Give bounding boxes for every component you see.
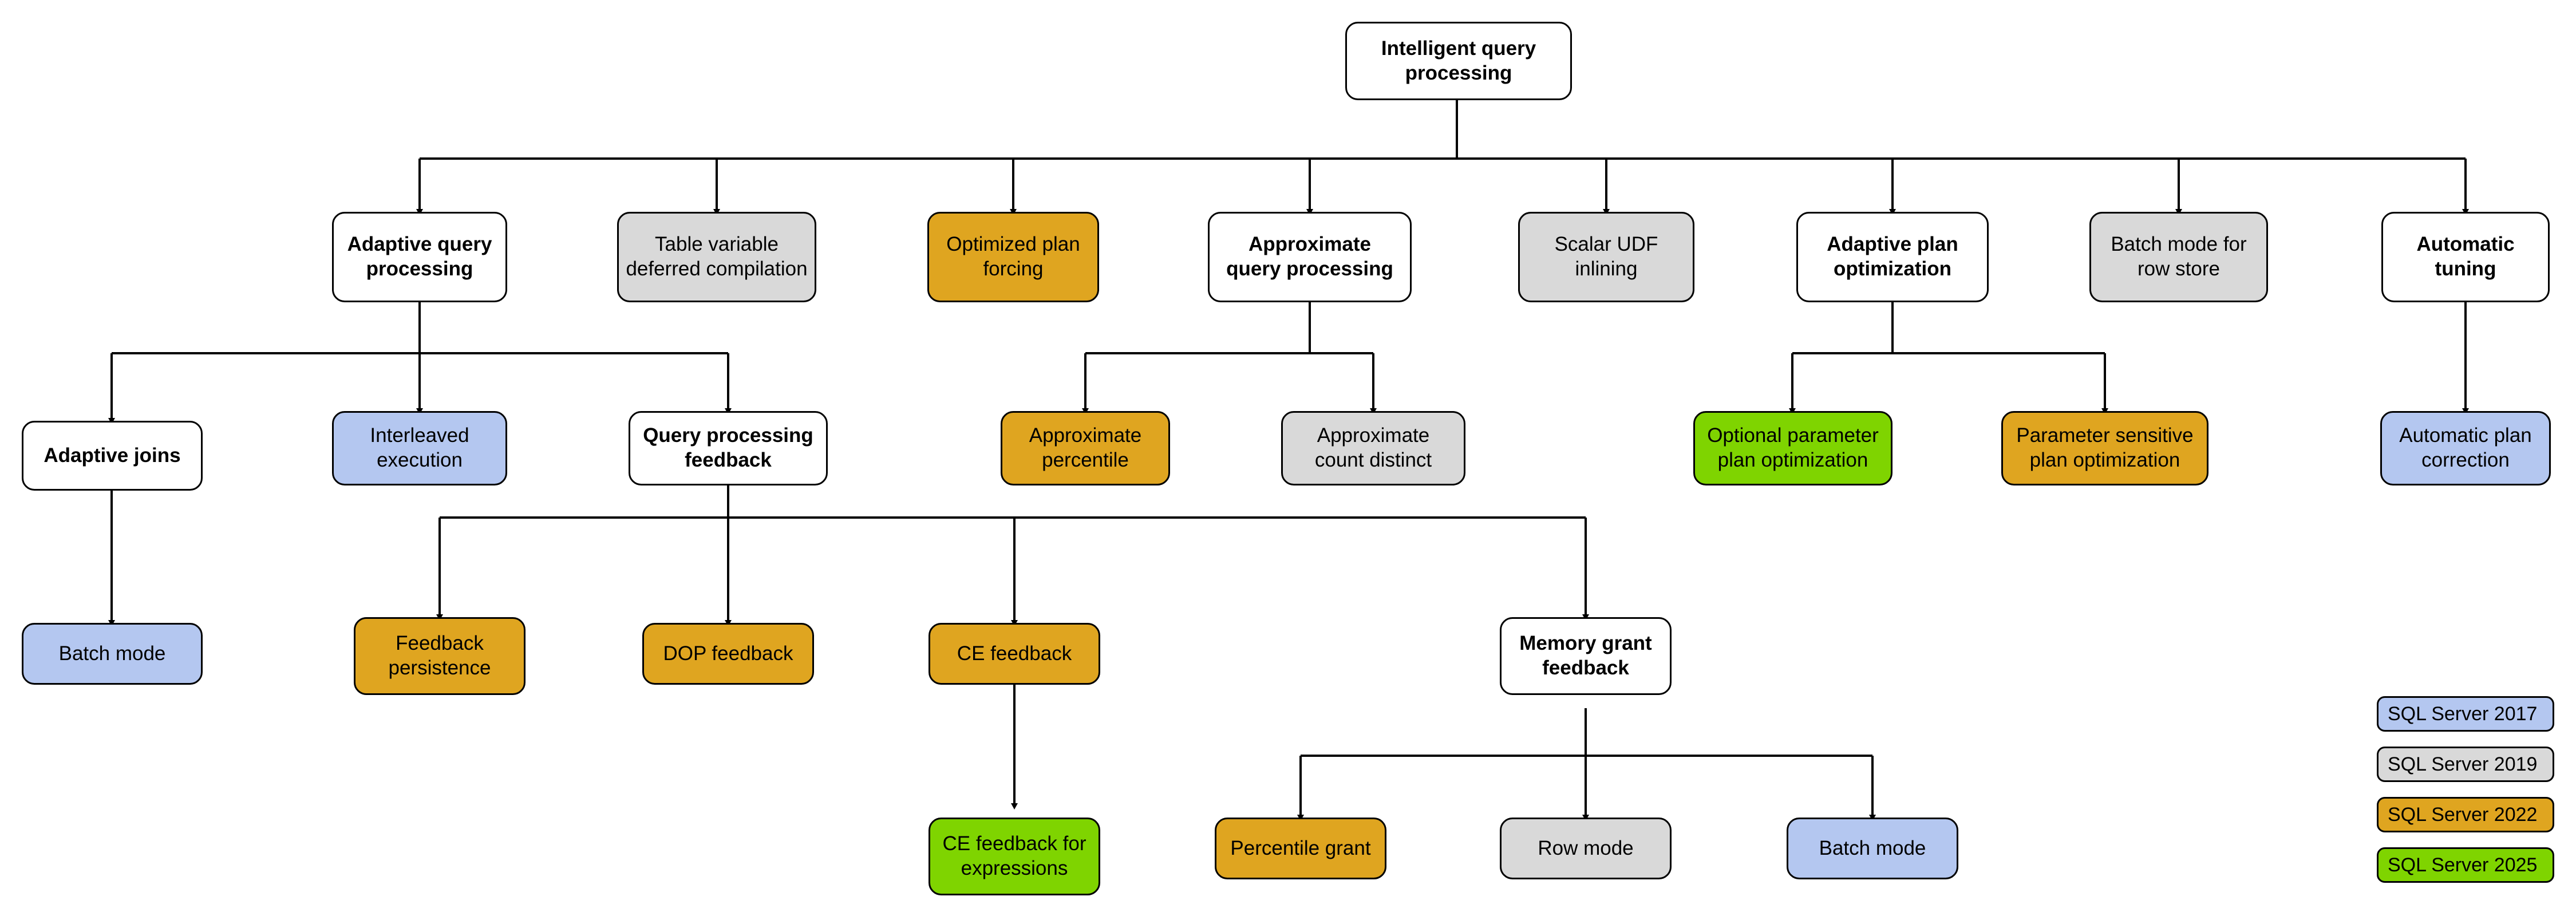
node-adaptive-joins[interactable]: Adaptive joins bbox=[22, 421, 203, 491]
node-batch-mode-adaptive-joins[interactable]: Batch mode bbox=[22, 623, 203, 685]
node-dop-feedback[interactable]: DOP feedback bbox=[642, 623, 814, 685]
legend-item-sql-server-2019[interactable]: SQL Server 2019 bbox=[2377, 747, 2554, 782]
node-percentile-grant[interactable]: Percentile grant bbox=[1215, 818, 1386, 879]
legend-item-sql-server-2022[interactable]: SQL Server 2022 bbox=[2377, 797, 2554, 832]
node-row-mode[interactable]: Row mode bbox=[1500, 818, 1672, 879]
node-ce-feedback[interactable]: CE feedback bbox=[929, 623, 1100, 685]
legend-item-sql-server-2017[interactable]: SQL Server 2017 bbox=[2377, 696, 2554, 732]
node-batch-mode-memory-grant[interactable]: Batch mode bbox=[1787, 818, 1958, 879]
legend-item-sql-server-2025[interactable]: SQL Server 2025 bbox=[2377, 847, 2554, 883]
